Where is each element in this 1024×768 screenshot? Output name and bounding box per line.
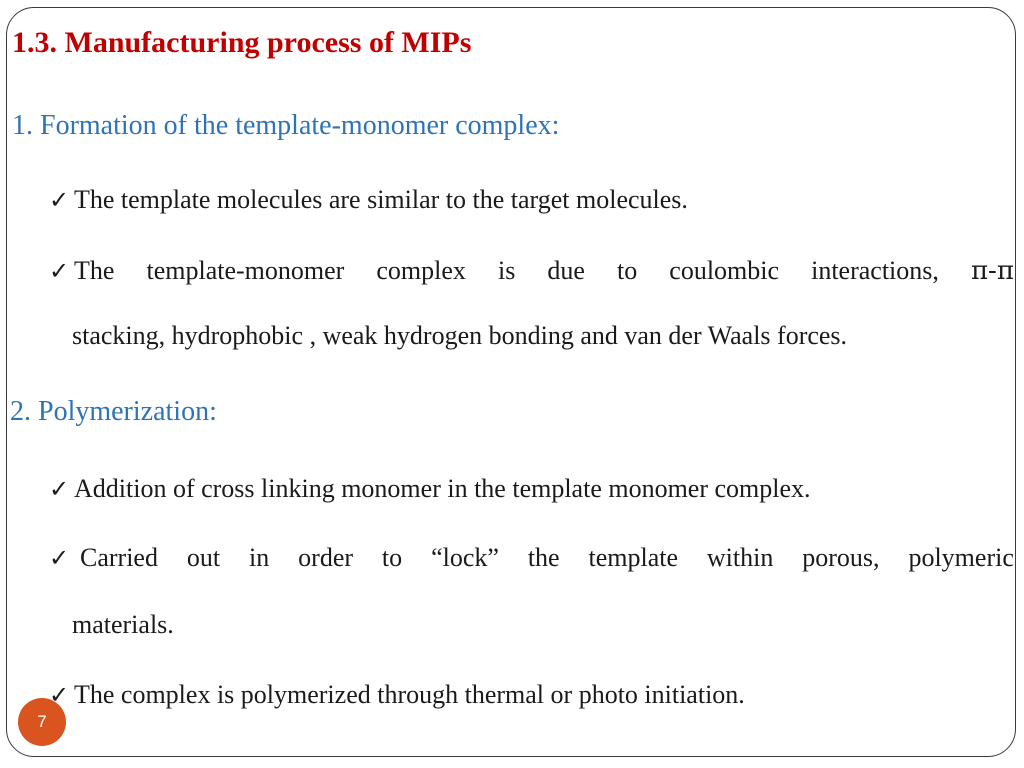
word: interactions, (811, 256, 939, 285)
word: polymeric (908, 543, 1014, 572)
bullet-justified-line: Carried out in order to “lock” the templ… (80, 543, 1014, 573)
word: to (616, 256, 638, 285)
word: due (547, 256, 585, 285)
check-mark-icon: ✓ (49, 475, 70, 503)
bullet-text: Addition of cross linking monomer in the… (74, 474, 811, 503)
check-mark-icon: ✓ (49, 544, 70, 572)
word: The (74, 256, 115, 285)
word: within (706, 543, 774, 572)
word: to (381, 543, 403, 572)
bullet-justified-line: The template-monomer complex is due to c… (74, 256, 1014, 286)
page-number-badge: 7 (18, 698, 66, 746)
bullet-continuation: materials. (72, 610, 174, 639)
word: order (298, 543, 354, 572)
section-heading-polymerization: 2. Polymerization: (10, 396, 217, 427)
word: porous, (802, 543, 880, 572)
word: Carried (80, 543, 158, 572)
check-mark-icon: ✓ (49, 257, 70, 285)
word: template (588, 543, 678, 572)
slide-frame (6, 7, 1016, 757)
word: in (249, 543, 270, 572)
section-heading-formation: 1. Formation of the template-monomer com… (12, 110, 560, 141)
word: “lock” (431, 543, 499, 572)
bullet-continuation: stacking, hydrophobic , weak hydrogen bo… (72, 321, 848, 350)
word: coulombic (669, 256, 780, 285)
slide-title: 1.3. Manufacturing process of MIPs (12, 26, 472, 59)
word: out (186, 543, 221, 572)
bullet-text: The template molecules are similar to th… (74, 185, 688, 214)
word: template-monomer (146, 256, 345, 285)
word-pi-pi: π-π (970, 256, 1014, 286)
word: is (497, 256, 516, 285)
word: complex (376, 256, 466, 285)
bullet-text: The complex is polymerized through therm… (74, 680, 745, 709)
check-mark-icon: ✓ (49, 186, 70, 214)
word: the (527, 543, 560, 572)
